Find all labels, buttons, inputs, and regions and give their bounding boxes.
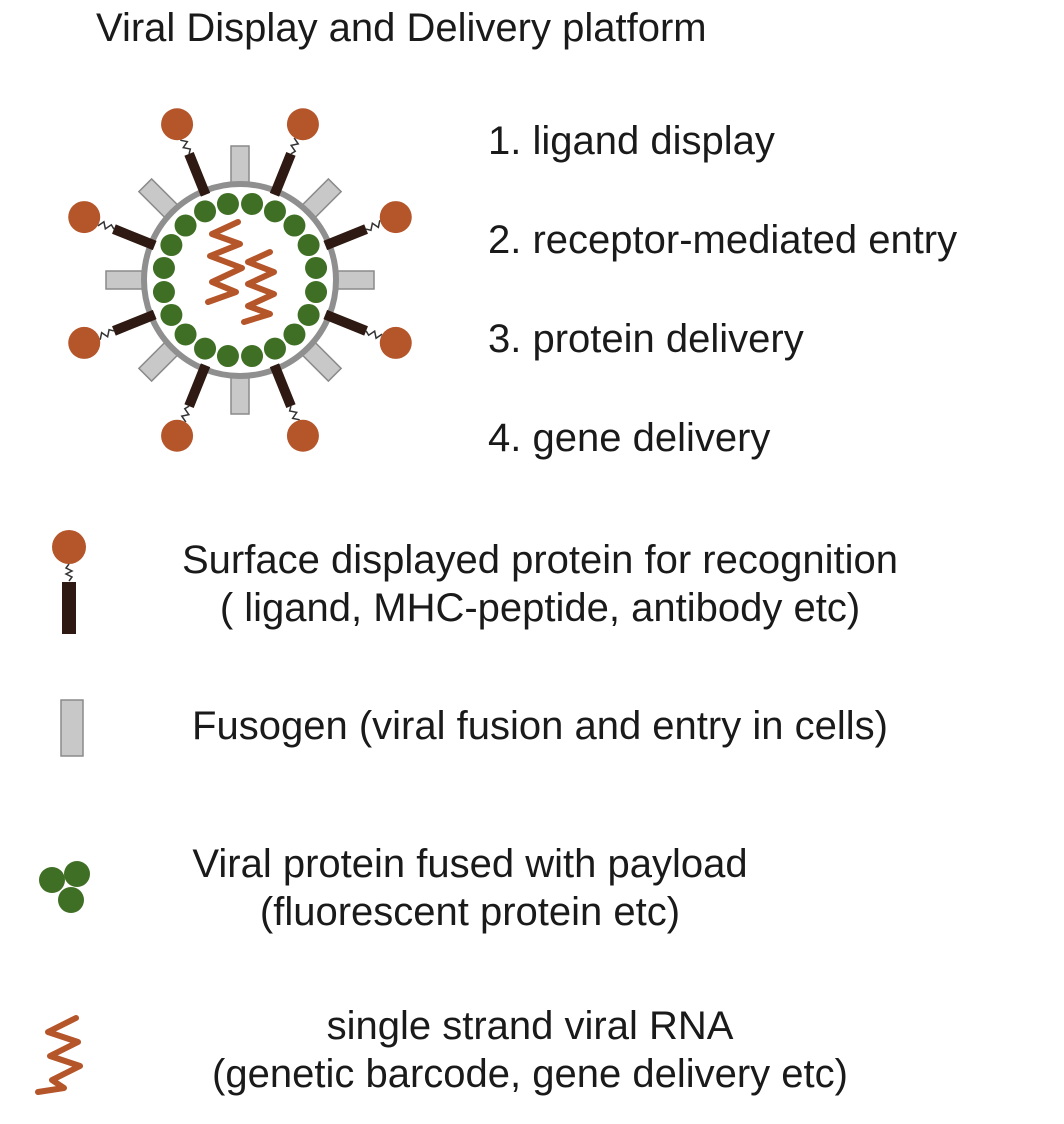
protein-linker xyxy=(97,220,115,231)
protein-linker xyxy=(365,220,381,232)
ligand-head xyxy=(286,108,319,141)
virion-icon xyxy=(68,108,412,452)
protein-stalk xyxy=(323,309,368,336)
use-item: 3. protein delivery xyxy=(488,317,804,361)
legend-rna: single strand viral RNA (genetic barcode… xyxy=(0,1002,1064,1102)
viral-protein xyxy=(283,323,306,346)
legend-line: Surface displayed protein for recognitio… xyxy=(182,538,898,582)
diagram-title: Viral Display and Delivery platform xyxy=(96,6,707,50)
ligand-head xyxy=(286,419,319,452)
viral-protein xyxy=(174,323,197,346)
legend-line: Viral protein fused with payload xyxy=(192,842,748,886)
protein-linker xyxy=(289,137,300,155)
legend-line: (genetic barcode, gene delivery etc) xyxy=(212,1052,848,1096)
viral-protein xyxy=(216,192,239,215)
ligand-protein-icon xyxy=(52,530,86,634)
viral-protein xyxy=(241,345,264,368)
viral-protein xyxy=(160,303,183,326)
rna-strand-icon xyxy=(35,1015,83,1095)
viral-protein-cluster-icon xyxy=(39,861,90,913)
protein-linker xyxy=(99,328,115,340)
viral-protein xyxy=(194,200,217,223)
ligand-head xyxy=(379,201,412,234)
uses-list: 1. ligand display 2. receptor-mediated e… xyxy=(488,112,957,508)
protein-stalk xyxy=(112,224,157,251)
legend-fusogen-label: Fusogen (viral fusion and entry in cells… xyxy=(130,702,950,750)
legend-line: ( ligand, MHC-peptide, antibody etc) xyxy=(219,586,861,630)
viral-protein xyxy=(241,192,264,215)
protein-stalk xyxy=(112,309,157,336)
viral-protein xyxy=(297,303,320,326)
ligand-head xyxy=(379,326,412,359)
ligand-head xyxy=(161,108,194,141)
protein-linker xyxy=(180,139,192,155)
protein-stalk xyxy=(269,363,296,408)
legend-viral-protein: Viral protein fused with payload (fluore… xyxy=(0,840,1064,936)
protein-stalk xyxy=(323,224,368,251)
viral-protein xyxy=(194,337,217,360)
protein-stalk xyxy=(184,363,211,408)
legend-viral-protein-label: Viral protein fused with payload (fluore… xyxy=(100,840,840,936)
ligand-head xyxy=(161,419,194,452)
protein-stalk xyxy=(269,152,296,197)
use-item: 1. ligand display xyxy=(488,119,775,163)
legend-line: Fusogen (viral fusion and entry in cells… xyxy=(192,704,888,748)
viral-protein xyxy=(152,256,175,279)
viral-protein xyxy=(305,256,328,279)
viral-envelope xyxy=(141,181,339,379)
ligand-head xyxy=(68,326,101,359)
viral-protein xyxy=(216,345,239,368)
protein-linker xyxy=(180,405,191,423)
protein-linker xyxy=(365,329,383,340)
fusogen-icon xyxy=(60,699,84,757)
protein-stalk xyxy=(184,152,211,197)
viral-protein xyxy=(160,234,183,257)
use-item: 4. gene delivery xyxy=(488,416,771,460)
legend-line: (fluorescent protein etc) xyxy=(259,890,681,934)
rna-strand xyxy=(205,219,245,305)
use-item: 2. receptor-mediated entry xyxy=(488,218,958,262)
rna-strand xyxy=(241,249,277,325)
viral-protein xyxy=(263,337,286,360)
viral-protein xyxy=(283,214,306,237)
protein-linker xyxy=(288,405,300,421)
viral-protein xyxy=(305,281,328,304)
ligand-head xyxy=(68,201,101,234)
legend-rna-label: single strand viral RNA (genetic barcode… xyxy=(110,1002,950,1098)
legend-surface-protein-label: Surface displayed protein for recognitio… xyxy=(120,536,960,632)
viral-protein xyxy=(174,214,197,237)
viral-protein xyxy=(263,200,286,223)
viral-protein xyxy=(152,281,175,304)
viral-protein xyxy=(297,234,320,257)
legend-surface-protein: Surface displayed protein for recognitio… xyxy=(0,528,1064,638)
legend-fusogen: Fusogen (viral fusion and entry in cells… xyxy=(0,698,1064,760)
legend-line: single strand viral RNA xyxy=(326,1004,734,1048)
